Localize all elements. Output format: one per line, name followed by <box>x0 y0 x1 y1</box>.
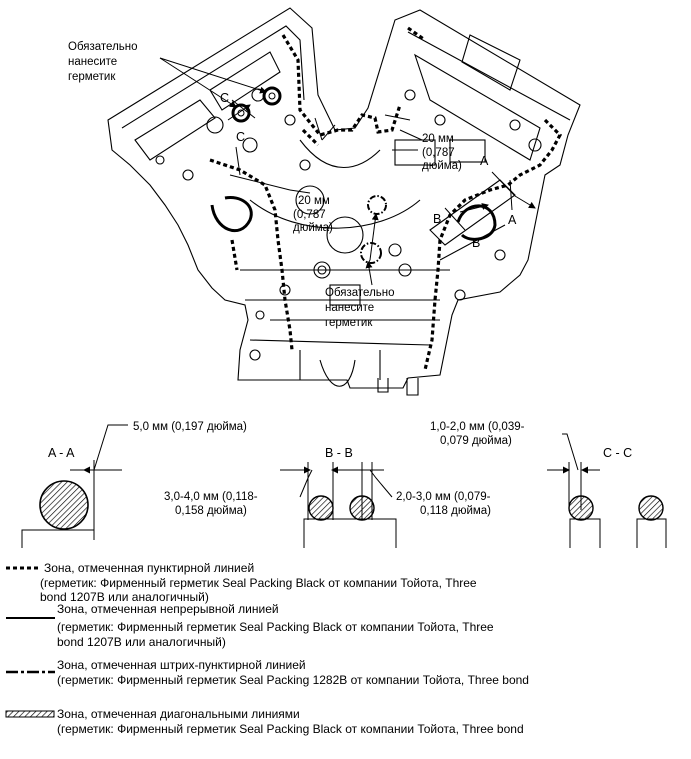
section-markers: C C A A B B <box>220 91 517 250</box>
marker-a-top: A <box>480 154 489 168</box>
dim-left-line2: (0,787 <box>293 209 326 221</box>
dim-left-line3: дюйма) <box>293 222 333 234</box>
dotted-sealant-path <box>209 26 562 371</box>
dim-left-line1: 20 мм <box>298 195 330 207</box>
callout-must-apply-top: Обязательно нанесите герметик <box>68 41 138 83</box>
legend-hatched-title: Зона, отмеченная диагональными линиями <box>57 707 300 721</box>
must-apply-top-line2: нанесите <box>68 56 117 68</box>
must-apply-bottom-line3: герметик <box>325 317 373 329</box>
section-cc-dim-2: 0,079 дюйма) <box>440 435 512 447</box>
section-cc-bead-right <box>638 495 664 521</box>
legend-hatched-desc-1: (герметик: Фирменный герметик Seal Packi… <box>57 722 524 736</box>
marker-c-top: C <box>220 91 229 105</box>
callout-dim-left: 20 мм (0,787 дюйма) <box>293 195 333 234</box>
legend-dotted-desc-2: bond 1207B или аналогичный) <box>40 590 209 604</box>
callout-leaders <box>159 57 536 286</box>
section-bb-title: B - B <box>325 446 353 460</box>
marker-a-bottom: A <box>508 213 517 227</box>
timing-cover-drawing <box>107 7 581 396</box>
section-cc-bead-left <box>568 495 594 521</box>
must-apply-top-line3: герметик <box>68 71 116 83</box>
section-aa-title: A - A <box>48 446 75 460</box>
legend-hatched-swatch <box>5 710 55 718</box>
section-bb-dim-right-2: 0,118 дюйма) <box>420 505 491 517</box>
section-bb-dim-right-1: 2,0-3,0 мм (0,079- <box>396 491 491 503</box>
section-bb-dim-left-1: 3,0-4,0 мм (0,118- <box>164 491 258 503</box>
section-bb-bead-left <box>308 495 334 521</box>
must-apply-top-line1: Обязательно <box>68 41 138 53</box>
marker-c-bottom: C <box>236 130 245 144</box>
section-aa: A - A 5,0 мм (0,197 дюйма) <box>21 421 247 548</box>
callout-must-apply-bottom: Обязательно нанесите герметик <box>325 287 395 329</box>
dim-right-line2: (0,787 <box>422 147 455 159</box>
legend-dotted-title: Зона, отмеченная пунктирной линией <box>44 561 254 575</box>
section-aa-bead <box>39 480 89 530</box>
section-cc-dim-1: 1,0-2,0 мм (0,039- <box>430 421 525 433</box>
section-cc: C - C 1,0-2,0 мм (0,039- 0,079 дюйма) <box>430 421 667 548</box>
cover-outline <box>107 7 581 389</box>
legend-solid-title: Зона, отмеченная непрерывной линией <box>57 602 279 616</box>
dim-right-line3: дюйма) <box>422 160 462 172</box>
must-apply-bottom-line2: нанесите <box>325 302 374 314</box>
legend: Зона, отмеченная пунктирной линией (герм… <box>5 561 529 736</box>
legend-dashdot-desc-1: (герметик: Фирменный герметик Seal Packi… <box>57 673 529 687</box>
legend-solid-desc-1: (герметик: Фирменный герметик Seal Packi… <box>57 620 494 634</box>
section-bb-bead-right <box>349 495 375 521</box>
must-apply-bottom-line1: Обязательно <box>325 287 395 299</box>
marker-b-left: B <box>433 212 441 226</box>
section-bb-dim-left-2: 0,158 дюйма) <box>175 505 247 517</box>
callout-dim-right: 20 мм (0,787 дюйма) <box>422 133 462 172</box>
section-aa-dim: 5,0 мм (0,197 дюйма) <box>133 421 247 433</box>
legend-dotted-desc-1: (герметик: Фирменный герметик Seal Packi… <box>40 576 477 590</box>
legend-solid-desc-2: bond 1207B или аналогичный) <box>57 635 226 649</box>
marker-b-right: B <box>472 236 480 250</box>
legend-dashdot-title: Зона, отмеченная штрих-пунктирной линией <box>57 658 306 672</box>
solid-sealant-rings <box>210 86 497 241</box>
dim-right-line1: 20 мм <box>422 133 454 145</box>
section-cc-title: C - C <box>603 446 632 460</box>
section-bb: B - B 3,0-4,0 мм (0,118- 0,158 дюйма) 2,… <box>164 446 491 548</box>
